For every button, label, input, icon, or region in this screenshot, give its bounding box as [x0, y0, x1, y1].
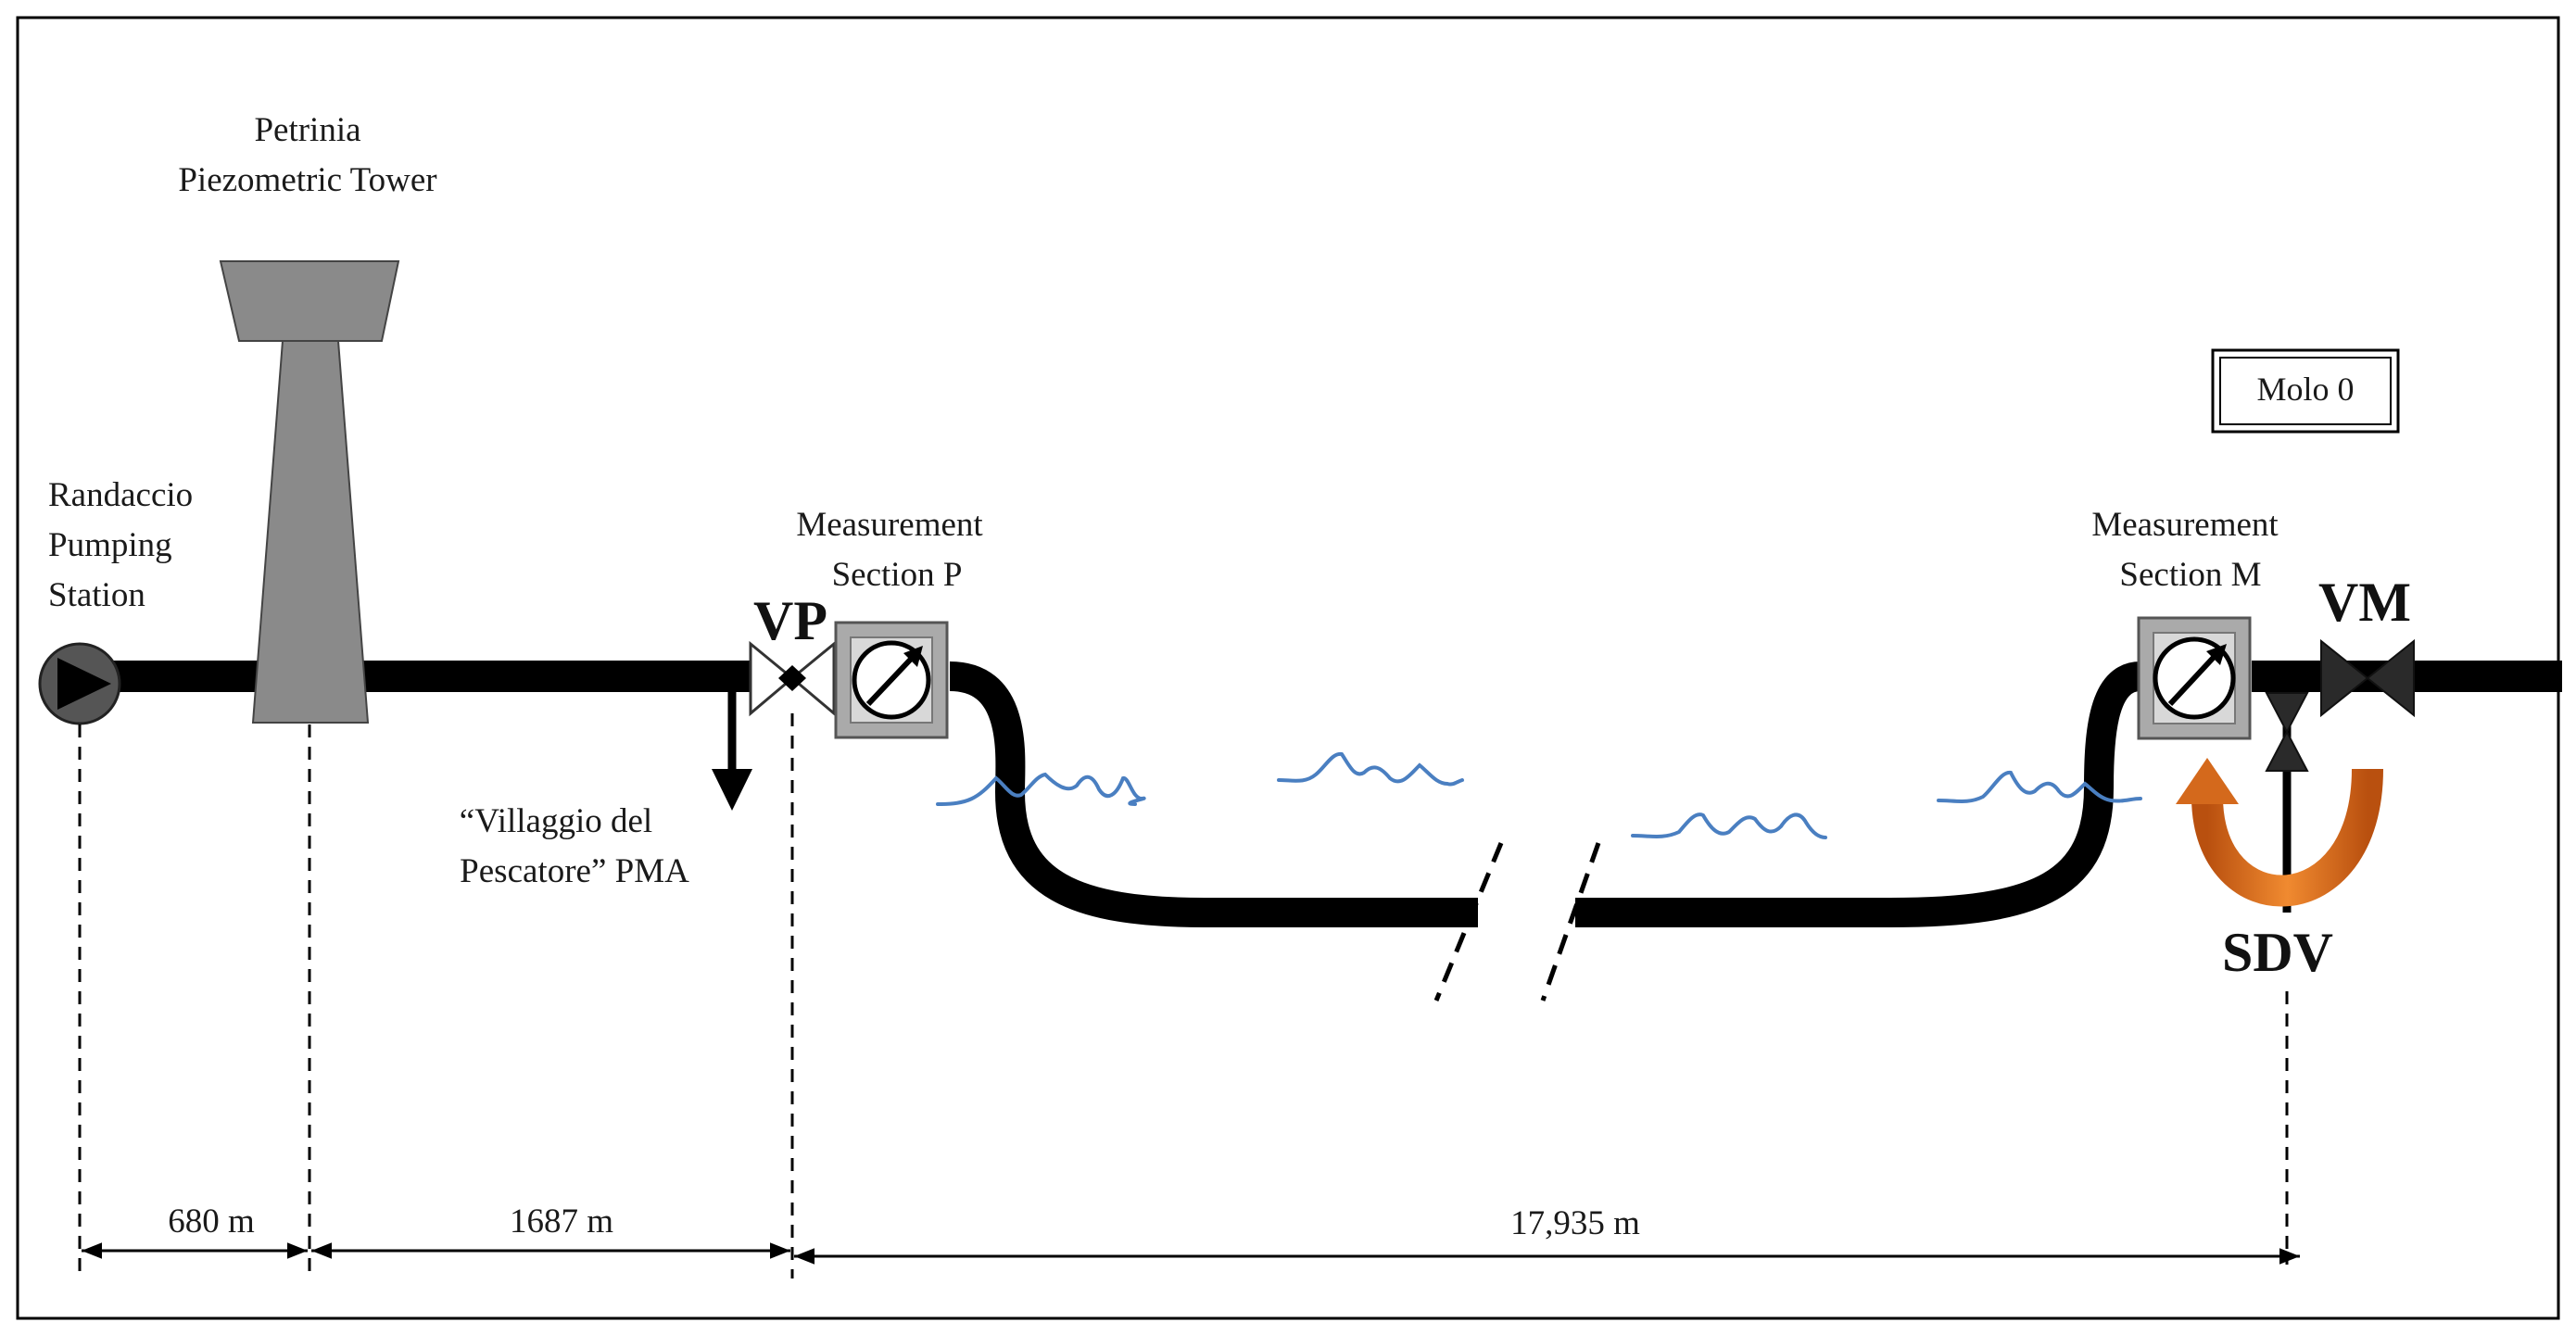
distance-label-2: 1687 m: [510, 1203, 613, 1241]
vm-label: VM: [2318, 572, 2411, 633]
discharge-arrow-icon: [2176, 758, 2383, 907]
dimension-lines: [82, 1242, 2300, 1265]
molo-label: Molo 0: [2256, 371, 2354, 408]
piezometric-tower: [219, 260, 400, 724]
pump-label-line3: Station: [48, 576, 145, 614]
meas-p-label-line1: Measurement: [796, 506, 983, 544]
meas-p-label-line2: Section P: [832, 556, 963, 594]
pipe-break-marks: [1433, 842, 1601, 1001]
meas-m-label-line2: Section M: [2119, 556, 2261, 594]
distance-label-3: 17,935 m: [1510, 1204, 1640, 1242]
meas-m-label-line1: Measurement: [2091, 506, 2279, 544]
vp-label: VP: [753, 590, 827, 651]
pipe-submarine-right: [1575, 661, 2142, 927]
tower-label-line2: Piezometric Tower: [178, 161, 436, 199]
pump-label-line2: Pumping: [48, 526, 172, 564]
gauge-p-icon: [834, 621, 949, 739]
gauge-m-icon: [2137, 616, 2252, 740]
reference-lines: [78, 713, 2289, 1278]
distance-label-1: 680 m: [168, 1203, 255, 1241]
pump-label-line1: Randaccio: [48, 476, 193, 514]
vm-valve-icon: [2320, 638, 2415, 718]
sea-waves: [936, 751, 2142, 839]
pump-icon: [38, 642, 121, 725]
vp-valve-icon: [749, 640, 836, 717]
pipe-submarine-left: [948, 661, 1478, 927]
pma-branch: [712, 676, 752, 811]
tower-label-line1: Petrinia: [254, 111, 360, 149]
sdv-label: SDV: [2222, 922, 2333, 983]
branch-label-line1: “Villaggio del: [460, 802, 652, 840]
branch-label-line2: Pescatore” PMA: [460, 852, 689, 890]
molo-box: Molo 0: [2211, 348, 2400, 434]
